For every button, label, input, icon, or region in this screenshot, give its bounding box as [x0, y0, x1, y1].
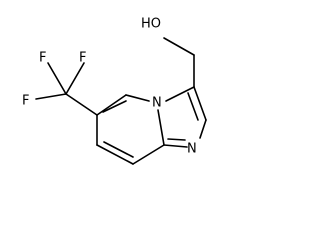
bond-c-f2 — [65, 62, 85, 95]
bond-c-f1 — [47, 62, 67, 95]
atom-labels: HO N N F F F — [22, 17, 197, 157]
bond-c5-n4 — [125, 94, 150, 102]
fluorine-2-label: F — [79, 51, 86, 66]
fluorine-3-label: F — [22, 94, 29, 109]
bond-n4-c8a — [157, 109, 165, 146]
bond-c8-c7-inner — [103, 141, 134, 158]
bond-cf3-ring — [65, 93, 98, 116]
fluorine-1-label: F — [39, 51, 46, 66]
imine-nitrogen-label: N — [187, 142, 197, 157]
bond-n1-c8a — [163, 144, 188, 148]
bond-n1-c8a-inner — [167, 138, 186, 141]
bond-n4-c3 — [165, 86, 195, 102]
bond-c3-c2 — [193, 86, 207, 121]
chemical-structure: HO N N F F F — [22, 17, 207, 165]
hydroxyl-label: HO — [141, 17, 161, 32]
bond-c3-c2-inner — [187, 92, 199, 121]
ring-nitrogen-label: N — [152, 96, 162, 111]
bond-c-f3 — [35, 93, 67, 100]
bond-lines — [35, 37, 207, 165]
bond-c6-c5 — [96, 94, 127, 116]
bond-ch2-oh — [163, 37, 195, 56]
bond-c2-n1 — [199, 119, 207, 139]
bond-c8a-c8 — [132, 144, 165, 165]
bond-c8-c7 — [96, 144, 134, 165]
bond-c6-c5-inner — [102, 100, 127, 113]
